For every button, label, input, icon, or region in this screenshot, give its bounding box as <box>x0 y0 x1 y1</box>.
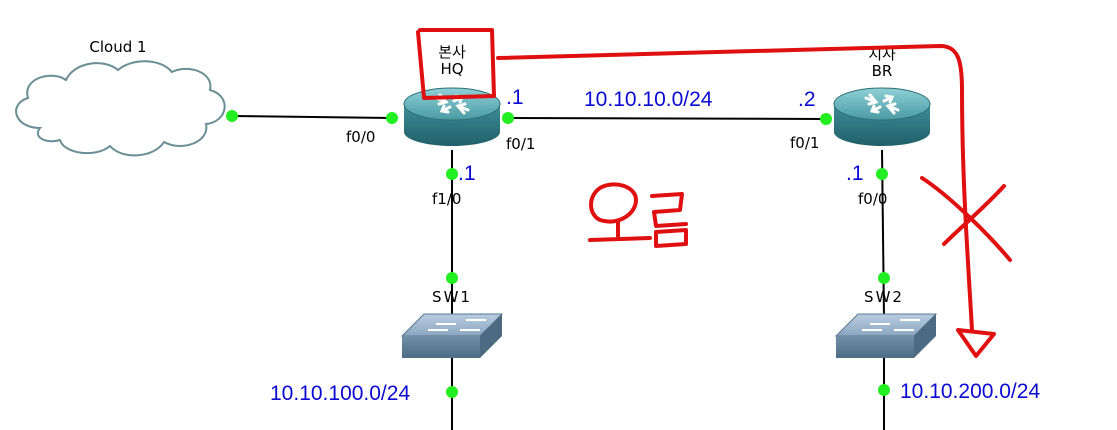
address-br-f0-1: .2 <box>798 88 816 111</box>
port-dots <box>226 110 890 398</box>
address-hq-f1-0: .1 <box>458 162 476 185</box>
address-lan1: 10.10.100.0/24 <box>270 382 410 405</box>
address-br-f0-0: .1 <box>846 162 864 185</box>
hq-label-korean: 본사 <box>438 43 466 61</box>
cloud-label: Cloud 1 <box>89 38 146 56</box>
port-label-br-f0-1: f0/1 <box>790 134 819 152</box>
red-annotations <box>416 28 1012 358</box>
port-dot-br-f0-0[interactable] <box>876 168 888 180</box>
sw1-switch-icon[interactable] <box>400 313 504 358</box>
sw1-label: SW1 <box>432 288 472 306</box>
hq-highlight-box <box>416 28 496 100</box>
port-dot-hq-f1-0[interactable] <box>446 168 458 180</box>
sw2-switch-icon[interactable] <box>834 313 938 358</box>
route-arrow-head <box>956 328 996 358</box>
address-hq-f0-1: .1 <box>506 86 524 109</box>
port-dot-sw2-lan[interactable] <box>878 384 890 396</box>
br-router-icon[interactable] <box>833 87 931 146</box>
port-dot-cloud[interactable] <box>226 110 238 122</box>
address-lan2: 10.10.200.0/24 <box>900 380 1040 403</box>
port-dot-sw1-up[interactable] <box>446 272 458 284</box>
sw2-label: SW2 <box>864 288 904 306</box>
port-label-hq-f1-0: f1/0 <box>432 190 461 208</box>
address-link-hq-br: 10.10.10.0/24 <box>584 88 713 111</box>
port-dot-hq-f0-0[interactable] <box>386 112 398 124</box>
port-dot-sw1-lan[interactable] <box>446 386 458 398</box>
blocked-x-mark <box>920 176 1012 262</box>
unknown-annotation-text: 모름 <box>590 237 594 241</box>
br-label: BR <box>872 62 893 80</box>
port-label-hq-f0-0: f0/0 <box>346 128 375 146</box>
unknown-annotation-glyph-1 <box>588 182 652 242</box>
port-dot-sw2-up[interactable] <box>878 272 890 284</box>
cloud-icon[interactable] <box>15 60 226 157</box>
link-hq-br <box>507 117 827 120</box>
unknown-annotation-glyph-2 <box>650 192 688 248</box>
port-label-hq-f0-1: f0/1 <box>506 135 535 153</box>
hq-label: HQ <box>440 60 463 78</box>
port-dot-hq-f0-1[interactable] <box>502 112 514 124</box>
link-cloud-hq <box>231 115 393 119</box>
port-label-br-f0-0: f0/0 <box>858 190 887 208</box>
port-dot-br-f0-1[interactable] <box>820 113 832 125</box>
